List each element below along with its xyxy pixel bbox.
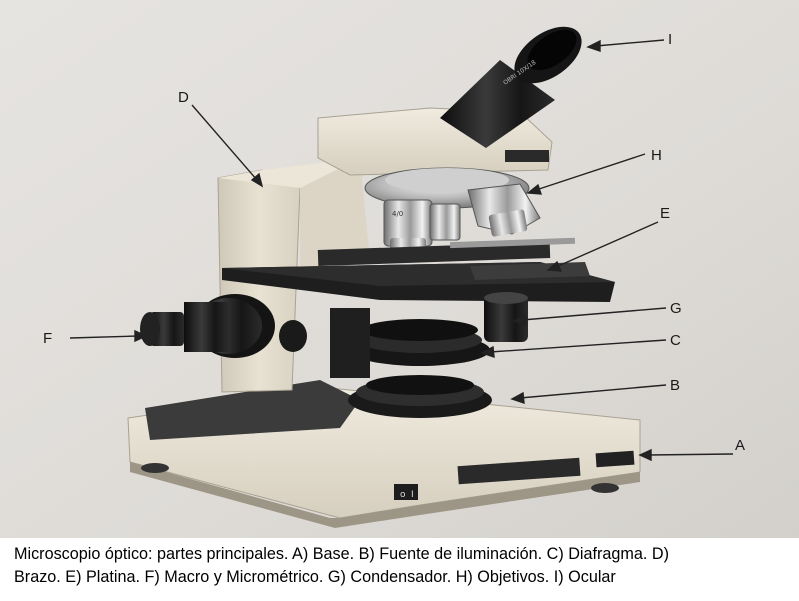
diaphragm	[330, 308, 490, 378]
switch-off-label: o	[400, 490, 406, 500]
condenser	[484, 292, 528, 342]
label-d: D	[178, 89, 189, 106]
microscope-diagram: o I OBRI 10X/18 4/0	[0, 0, 799, 538]
caption-line-1: Microscopio óptico: partes principales. …	[14, 545, 669, 563]
label-i: I	[668, 31, 672, 48]
objective-engraving: 4/0	[392, 210, 403, 218]
eyepiece: OBRI 10X/18	[440, 26, 582, 148]
label-b: B	[670, 377, 680, 394]
caption-line-2: Brazo. E) Platina. F) Macro y Micrométri…	[14, 568, 616, 586]
label-g: G	[670, 300, 682, 317]
label-c: C	[670, 332, 681, 349]
microscope-base: o I	[127, 380, 641, 528]
caption: Microscopio óptico: partes principales. …	[0, 538, 799, 601]
switch-on-label: I	[411, 490, 414, 500]
label-h: H	[651, 147, 662, 164]
focus-knobs	[140, 294, 307, 358]
label-a: A	[735, 437, 745, 454]
pointer-lines	[69, 39, 734, 462]
light-source	[348, 375, 492, 418]
label-f: F	[43, 330, 52, 347]
label-e: E	[660, 205, 670, 222]
stage	[222, 237, 615, 302]
